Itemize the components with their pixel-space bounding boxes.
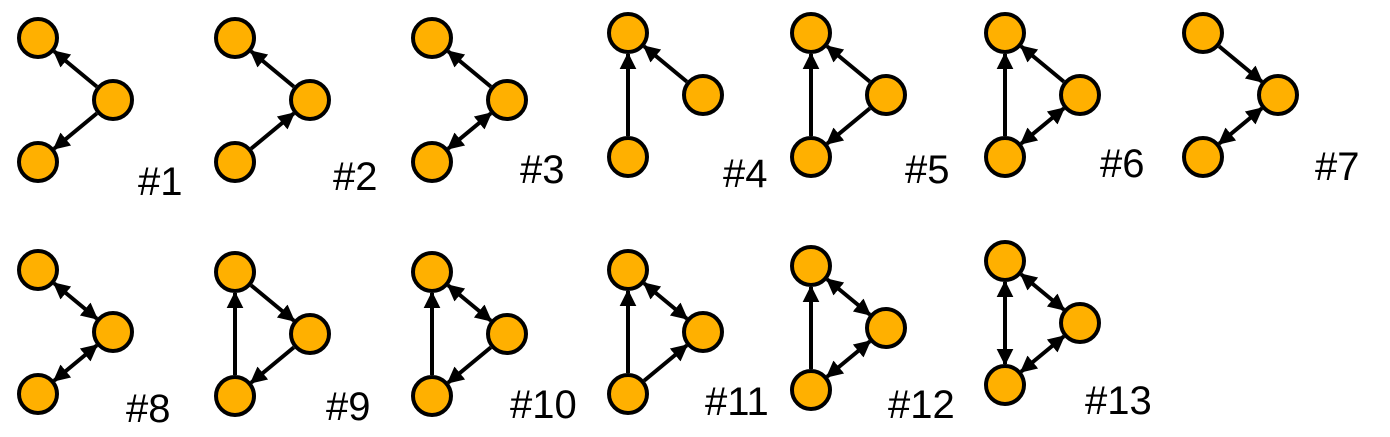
node-B bbox=[17, 373, 59, 415]
motif-label: #11 bbox=[705, 380, 769, 424]
edge-T-M bbox=[825, 277, 872, 317]
node-B bbox=[17, 141, 59, 183]
edge-B-M bbox=[249, 111, 296, 151]
edge-M-B bbox=[825, 106, 872, 146]
motif-label: #12 bbox=[888, 383, 955, 427]
motif-1: #1 bbox=[17, 17, 183, 204]
node-T bbox=[1182, 12, 1224, 54]
node-M bbox=[865, 74, 907, 116]
edge-M-B bbox=[446, 345, 493, 385]
edge-T-M bbox=[1217, 44, 1264, 84]
node-M bbox=[289, 79, 331, 121]
motif-label: #4 bbox=[723, 152, 768, 196]
node-M bbox=[1059, 74, 1101, 116]
motif-label: #10 bbox=[510, 383, 577, 427]
motif-13: #13 bbox=[984, 240, 1152, 423]
node-B bbox=[607, 136, 649, 178]
node-M bbox=[865, 307, 907, 349]
edge-T-M bbox=[52, 281, 99, 321]
motif-label: #5 bbox=[905, 148, 950, 192]
motif-label: #7 bbox=[1315, 145, 1360, 189]
edge-B-M bbox=[1217, 106, 1264, 146]
node-T bbox=[17, 249, 59, 291]
node-M bbox=[682, 74, 724, 116]
motif-label: #13 bbox=[1085, 379, 1152, 423]
node-B bbox=[1182, 136, 1224, 178]
node-B bbox=[411, 141, 453, 183]
edge-B-M bbox=[642, 343, 689, 383]
node-T bbox=[411, 17, 453, 59]
edge-M-T bbox=[825, 44, 872, 84]
motif-label: #3 bbox=[520, 148, 565, 192]
motif-7: #7 bbox=[1182, 12, 1360, 189]
node-M bbox=[92, 79, 134, 121]
edge-M-T bbox=[1019, 44, 1066, 84]
edge-M-T bbox=[52, 49, 99, 89]
motif-label: #8 bbox=[126, 387, 171, 431]
node-T bbox=[411, 251, 453, 293]
node-T bbox=[17, 17, 59, 59]
node-B bbox=[607, 373, 649, 415]
motif-8: #8 bbox=[17, 249, 171, 431]
motif-10: #10 bbox=[411, 251, 577, 427]
edge-B-M bbox=[52, 343, 99, 383]
node-T bbox=[984, 240, 1026, 282]
node-M bbox=[486, 79, 528, 121]
node-T bbox=[790, 12, 832, 54]
node-B bbox=[790, 136, 832, 178]
motif-label: #9 bbox=[326, 385, 371, 429]
motif-4: #4 bbox=[607, 12, 768, 196]
edge-B-M bbox=[825, 339, 872, 379]
node-T bbox=[790, 245, 832, 287]
node-T bbox=[607, 12, 649, 54]
node-T bbox=[214, 251, 256, 293]
node-M bbox=[486, 313, 528, 355]
edge-T-M bbox=[446, 283, 493, 323]
edge-B-M bbox=[1019, 106, 1066, 146]
node-T bbox=[984, 12, 1026, 54]
node-B bbox=[984, 364, 1026, 406]
edge-M-B bbox=[52, 111, 99, 151]
node-B bbox=[790, 369, 832, 411]
node-B bbox=[411, 375, 453, 417]
edge-M-T bbox=[249, 49, 296, 89]
motif-5: #5 bbox=[790, 12, 950, 192]
motif-label: #6 bbox=[1100, 142, 1145, 186]
node-B bbox=[214, 375, 256, 417]
motif-label: #1 bbox=[138, 160, 183, 204]
node-B bbox=[984, 136, 1026, 178]
edge-B-M bbox=[446, 111, 493, 151]
node-M bbox=[289, 313, 331, 355]
edge-M-T bbox=[642, 44, 689, 84]
edge-T-M bbox=[1019, 272, 1066, 312]
node-B bbox=[214, 141, 256, 183]
motif-label: #2 bbox=[333, 155, 378, 199]
node-M bbox=[682, 311, 724, 353]
node-M bbox=[92, 311, 134, 353]
motif-3: #3 bbox=[411, 17, 565, 192]
motif-2: #2 bbox=[214, 17, 378, 199]
node-T bbox=[214, 17, 256, 59]
edge-B-M bbox=[1019, 334, 1066, 374]
node-M bbox=[1257, 74, 1299, 116]
motif-11: #11 bbox=[607, 249, 769, 424]
edge-M-B bbox=[249, 345, 296, 385]
node-T bbox=[607, 249, 649, 291]
node-M bbox=[1059, 302, 1101, 344]
motif-9: #9 bbox=[214, 251, 371, 429]
motif-6: #6 bbox=[984, 12, 1145, 186]
edge-T-M bbox=[249, 283, 296, 323]
motif-12: #12 bbox=[790, 245, 955, 427]
edge-T-M bbox=[642, 281, 689, 321]
edge-M-T bbox=[446, 49, 493, 89]
